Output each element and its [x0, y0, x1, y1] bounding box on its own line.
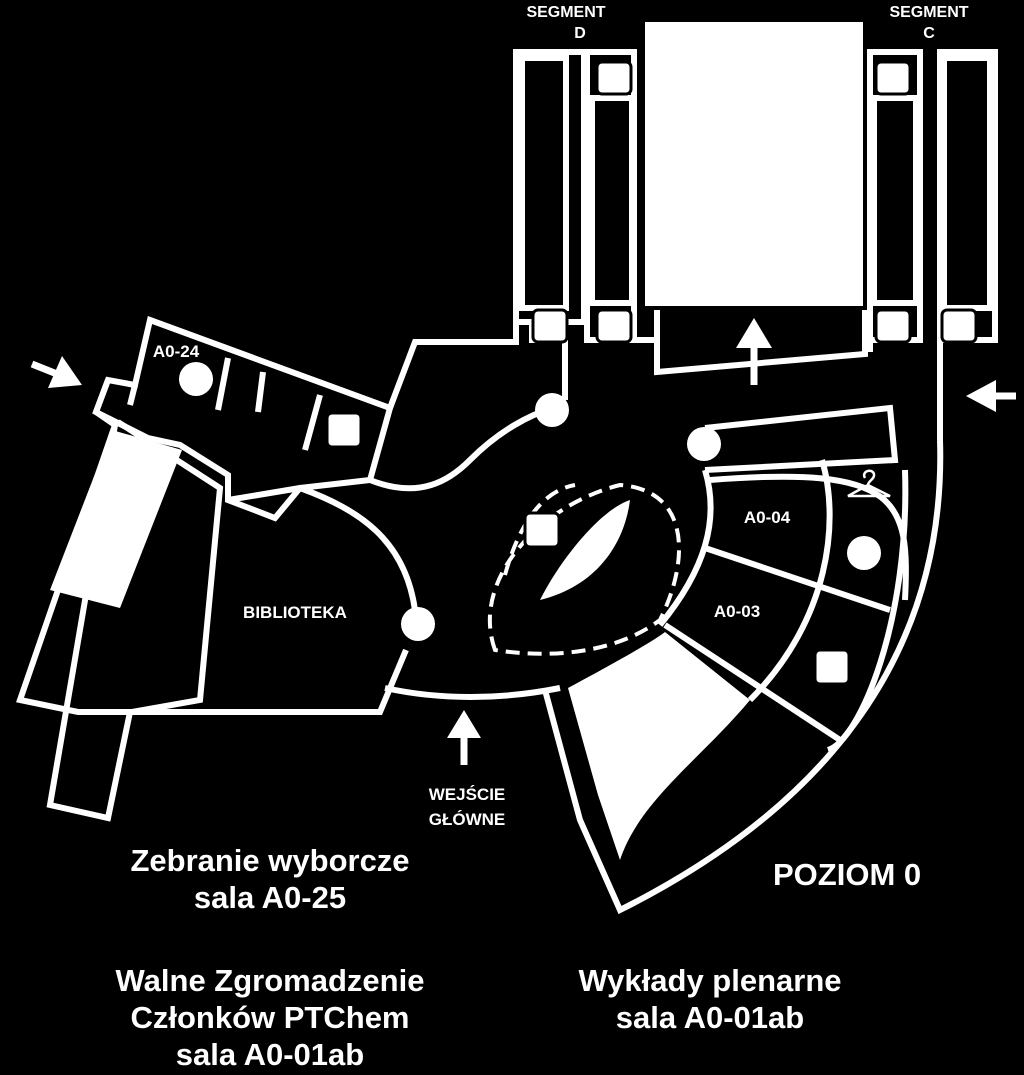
entrance-arrow-icon: [966, 380, 1016, 412]
elevator-icon: [940, 308, 978, 344]
lecture-hall-fill: [568, 632, 750, 860]
stairs-icon: [325, 411, 363, 449]
stairs-icon: [523, 511, 561, 549]
lecture-hall-area: [542, 404, 944, 915]
election-caption-line2: sala A0-25: [193, 880, 347, 915]
segment-c-label-line2: C: [923, 25, 935, 42]
corridor: [368, 322, 657, 492]
hall-arrow-icon: [736, 318, 772, 385]
elevator-icon: [874, 308, 912, 344]
segment-d-label-line1: SEGMENT: [526, 4, 605, 21]
assembly-caption-line2: Członków PTChem: [130, 1000, 410, 1035]
column-marker-icon: [401, 607, 435, 641]
central-block-fill: [645, 22, 863, 306]
left-white-wing-fill: [50, 430, 182, 608]
assembly-caption-line3: sala A0-01ab: [175, 1037, 365, 1072]
atrium-leaf-fill: [540, 500, 630, 600]
elevator-icon: [874, 60, 912, 96]
segment-d-label-line2: D: [574, 25, 586, 42]
segment-c-label-line1: SEGMENT: [889, 4, 968, 21]
elevator-icon: [595, 308, 633, 344]
segment-c-tower: [867, 49, 998, 440]
atrium-dashed: [487, 482, 682, 656]
elevator-icon: [595, 60, 633, 96]
entrance-arrow-icon: [30, 356, 82, 388]
main-entrance-label-line2: GŁÓWNE: [429, 810, 506, 829]
lectures-caption-line1: Wykłady plenarne: [578, 963, 842, 998]
assembly-caption-line1: Walne Zgromadzenie: [115, 963, 425, 998]
main-entrance-arrow-icon: [447, 710, 481, 765]
column-marker-icon: [687, 427, 721, 461]
stairs-icon: [813, 648, 851, 686]
assembly-caption: Walne Zgromadzenie Członków PTChem sala …: [70, 962, 470, 1073]
bottom-wall: [384, 685, 561, 700]
room-a0-04-label: A0-04: [744, 508, 791, 527]
column-marker-icon: [535, 393, 569, 427]
level-label: POZIOM 0: [773, 857, 922, 892]
elevator-icon: [531, 308, 569, 344]
room-a0-24-label: A0-24: [153, 342, 200, 361]
cloakroom-hanger-icon: [847, 469, 891, 498]
room-a0-03-label: A0-03: [714, 602, 760, 621]
column-marker-icon: [847, 536, 881, 570]
main-entrance-label-line1: WEJŚCIE: [429, 785, 506, 804]
room-biblioteka-label: BIBLIOTEKA: [243, 603, 347, 622]
election-caption-line1: Zebranie wyborcze: [130, 843, 410, 878]
lectures-caption-line2: sala A0-01ab: [615, 1000, 805, 1035]
column-marker-icon: [179, 362, 213, 396]
election-caption: Zebranie wyborcze sala A0-25: [90, 842, 450, 916]
lectures-caption: Wykłady plenarne sala A0-01ab: [535, 962, 885, 1036]
